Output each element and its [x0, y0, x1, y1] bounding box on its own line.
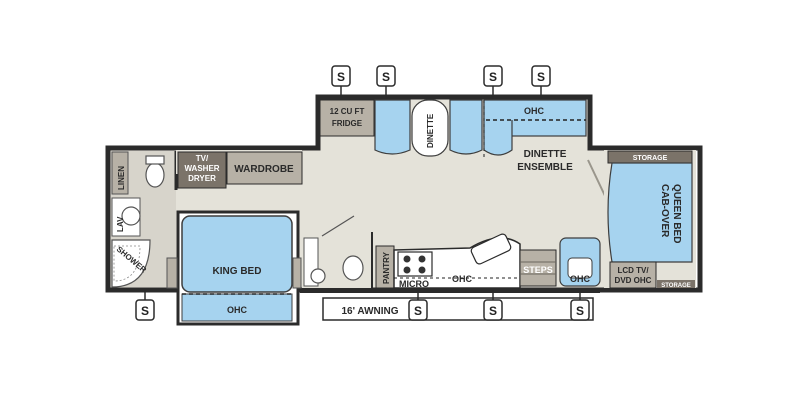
fridge: 12 CU FT FRIDGE — [319, 99, 375, 137]
tv-washer-dryer-label-3: DRYER — [188, 174, 216, 183]
cab-over: STORAGE CAB-OVER QUEEN BED LCD TV/ DVD O… — [604, 150, 696, 289]
king-bed — [181, 215, 293, 293]
bedroom-ohc-label: OHC — [227, 305, 248, 315]
lcd-tv-label-2: DVD OHC — [615, 276, 652, 285]
fridge-label-2: FRIDGE — [332, 119, 363, 128]
linen-label: LINEN — [117, 166, 126, 190]
svg-text:S: S — [537, 70, 545, 84]
dinette-ensemble-label-1: DINETTE — [524, 149, 567, 160]
tv-washer-dryer-label-2: WASHER — [184, 164, 219, 173]
cab-over-label-1: CAB-OVER — [659, 184, 670, 238]
bathroom: LINEN LAV SHOWER — [111, 151, 178, 288]
mid-bath — [302, 215, 373, 290]
cab-storage-top-label: STORAGE — [633, 155, 668, 162]
stove-icon — [397, 251, 433, 277]
king-bed-label: KING BED — [213, 266, 262, 277]
svg-text:S: S — [576, 304, 584, 318]
cab-over-label-2: QUEEN BED — [671, 184, 682, 243]
lcd-tv-label-1: LCD TV/ — [617, 266, 649, 275]
kitchen-slide: PANTRY MICRO OHC STEPS OHC — [375, 233, 601, 289]
svg-text:S: S — [489, 304, 497, 318]
dinette-slide: DINETTE OHC DINETTE ENSEMBLE — [374, 99, 587, 173]
awning: 16' AWNING — [322, 297, 594, 321]
awning-label: 16' AWNING — [341, 306, 398, 317]
dinette-ensemble-label-2: ENSEMBLE — [517, 162, 573, 173]
dinette-ohc-label: OHC — [524, 106, 545, 116]
slide-marker-top-4: S — [531, 65, 551, 97]
bedroom-slide: TV/ WASHER DRYER WARDROBE KING BED OHC — [166, 150, 303, 326]
kitchen-ohc-label: OHC — [452, 274, 473, 284]
slide-marker-top-3: S — [483, 65, 503, 97]
svg-text:S: S — [141, 304, 149, 318]
fridge-label-1: 12 CU FT — [330, 107, 365, 116]
cab-storage-bottom-label: STORAGE — [661, 283, 691, 289]
toilet-icon-2 — [342, 255, 364, 281]
lav-sink-icon — [121, 206, 141, 226]
svg-text:S: S — [489, 70, 497, 84]
micro-label: MICRO — [399, 279, 429, 289]
svg-text:S: S — [382, 70, 390, 84]
slide-marker-bottom-1: S — [135, 290, 155, 321]
slide-marker-top-2: S — [376, 65, 396, 97]
slide-marker-bottom-4: S — [570, 290, 590, 321]
toilet-icon — [145, 162, 165, 188]
wardrobe-label: WARDROBE — [234, 164, 294, 175]
tv-washer-dryer-label-1: TV/ — [196, 154, 209, 163]
chair-ohc-label: OHC — [570, 274, 591, 284]
dinette-table-label: DINETTE — [426, 113, 435, 148]
sink-icon — [310, 268, 326, 284]
slide-markers: S S S S S S S — [135, 65, 590, 321]
slide-marker-bottom-3: S — [483, 290, 503, 321]
svg-text:S: S — [414, 304, 422, 318]
pantry-label: PANTRY — [382, 251, 391, 284]
svg-text:S: S — [337, 70, 345, 84]
slide-marker-top-1: S — [331, 65, 351, 97]
kitchen-sink-icon — [470, 233, 512, 265]
slide-marker-bottom-2: S — [408, 290, 428, 321]
steps-label: STEPS — [523, 265, 553, 275]
lav-label: LAV — [116, 216, 125, 232]
